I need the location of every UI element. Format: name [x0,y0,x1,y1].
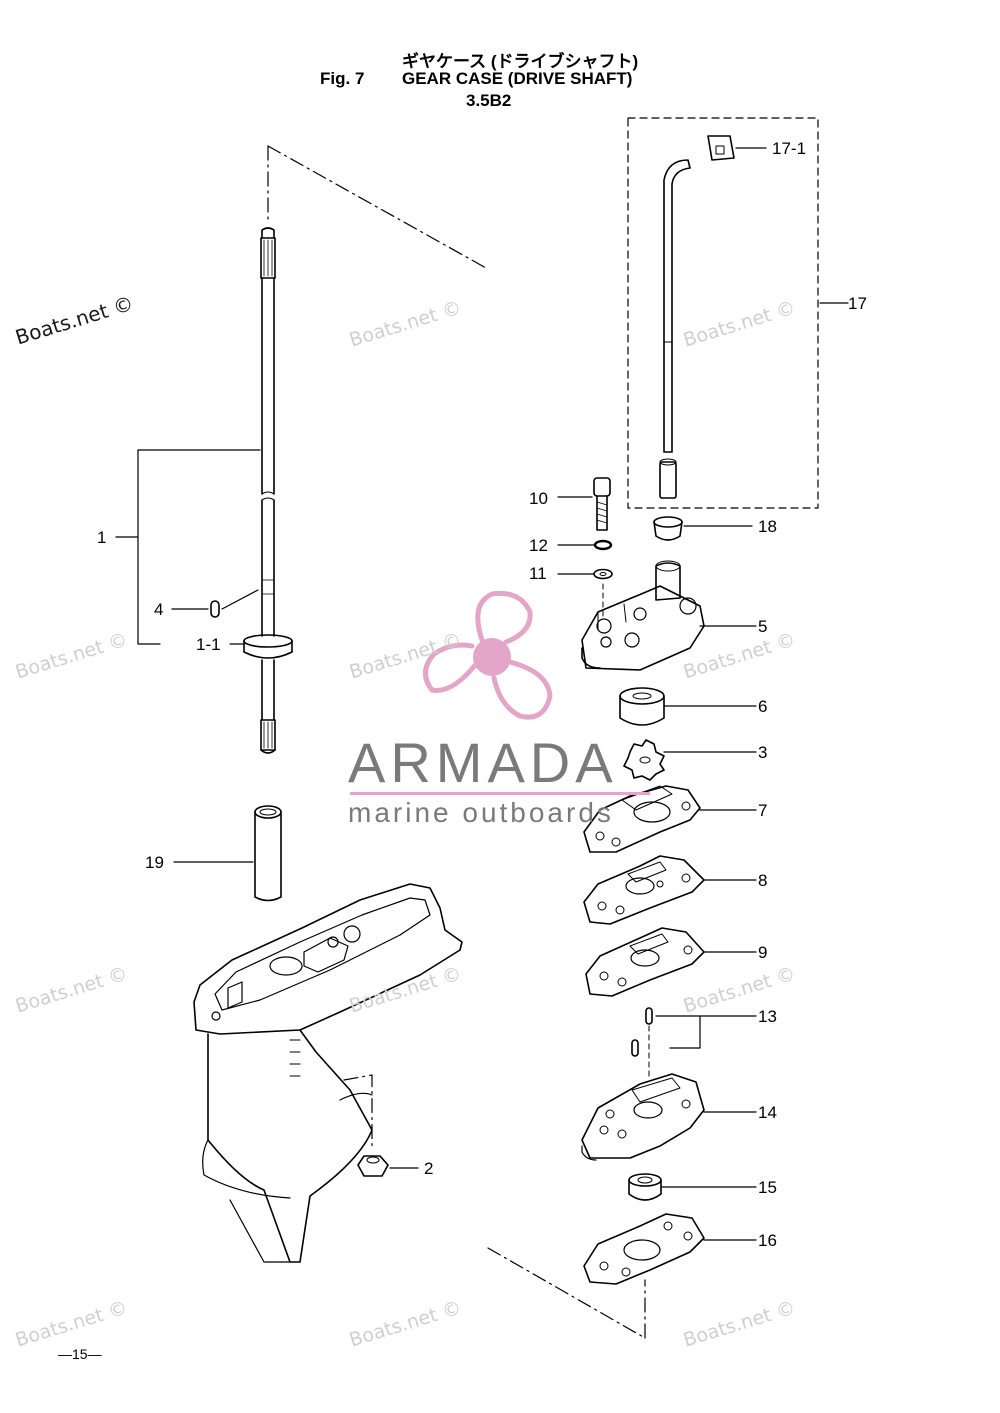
callout-1: 1 [97,528,107,547]
nut-part-2 [357,1155,389,1177]
pipe-part-19 [254,805,282,902]
page-number: —15— [58,1346,102,1362]
gear-case-housing [193,883,463,1263]
gasket-part-9 [585,927,705,997]
leader-13 [655,1015,757,1049]
leader-1 [115,449,261,645]
callout-15: 15 [758,1178,777,1197]
callout-10: 10 [529,489,548,508]
dowel-pin-part-13-b [631,1039,639,1057]
callout-17-1: 17-1 [772,139,807,158]
model-number: 3.5B2 [466,91,512,110]
callout-16: 16 [758,1231,777,1250]
figure-label: Fig. 7 [320,69,365,88]
callout-1-1: 1-1 [196,635,221,654]
callout-4: 4 [154,600,164,619]
bolt-part-10 [593,477,611,531]
plate-part-8 [583,855,705,925]
title-japanese: ギヤケース (ドライブシャフト) [402,52,639,71]
gasket-part-7 [583,785,701,853]
callout-7: 7 [758,801,768,820]
assembly-line-top [267,145,487,269]
callout-19: 19 [145,853,164,872]
armada-logo-divider [350,792,650,795]
oil-seal-part-15 [628,1173,662,1201]
armada-logo-name: ARMADA [348,731,618,794]
pump-housing-part-14 [581,1073,705,1161]
washer-part-11 [593,568,613,580]
callout-13: 13 [758,1007,777,1026]
title-english: GEAR CASE (DRIVE SHAFT) [402,69,633,88]
pin-part-4 [210,600,220,618]
grommet-part-18 [653,516,683,541]
liner-part-6 [619,687,665,726]
armada-logo-icon [423,590,553,720]
armada-logo-tagline: marine outboards [348,797,614,828]
callout-6: 6 [758,697,768,716]
leader-2-reference [343,1074,373,1151]
gasket-part-16 [583,1213,705,1285]
callout-18: 18 [758,517,777,536]
part-17-group-box [627,117,819,509]
leader-4 [171,589,259,610]
callout-14: 14 [758,1103,777,1122]
grommet-part-17-1 [707,135,735,161]
assembly-line-bottom [487,1247,646,1339]
callout-5: 5 [758,617,768,636]
callout-9: 9 [758,943,768,962]
washer-part-12 [593,539,613,551]
dowel-pin-part-13-a [645,1007,653,1025]
callout-11: 11 [529,564,547,583]
water-tube-part-17 [659,159,691,499]
callout-12: 12 [529,536,548,555]
drive-shaft [243,227,293,754]
impeller-part-3 [623,739,665,781]
callout-8: 8 [758,871,768,890]
callout-2: 2 [424,1159,434,1178]
callout-3: 3 [758,743,768,762]
pump-case-part-5 [581,560,705,671]
callout-17: 17 [848,294,867,313]
